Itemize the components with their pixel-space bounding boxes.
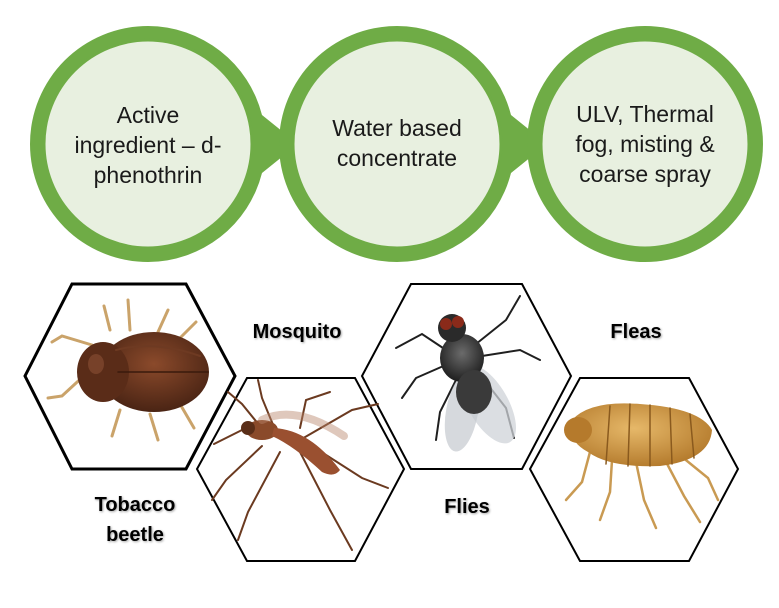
label-mosquito: Mosquito — [252, 321, 342, 343]
label-flies: Flies — [444, 496, 490, 518]
step-shape-3 — [527, 26, 763, 262]
step-3-text: ULV, Thermal fog, misting & coarse spray — [575, 101, 715, 187]
step-shape-1 — [30, 26, 298, 262]
fly-icon — [395, 295, 541, 452]
flea-icon — [564, 403, 720, 530]
mosquito-icon — [211, 379, 389, 551]
beetle-icon — [46, 298, 209, 442]
label-tobacco-beetle: Tobacco beetle — [94, 494, 176, 546]
step-2-text: Water based concentrate — [332, 115, 462, 171]
label-fleas: Fleas — [610, 321, 662, 343]
step-1-text: Active ingredient – d-phenothrin — [74, 102, 222, 188]
step-shape-2 — [279, 26, 547, 262]
